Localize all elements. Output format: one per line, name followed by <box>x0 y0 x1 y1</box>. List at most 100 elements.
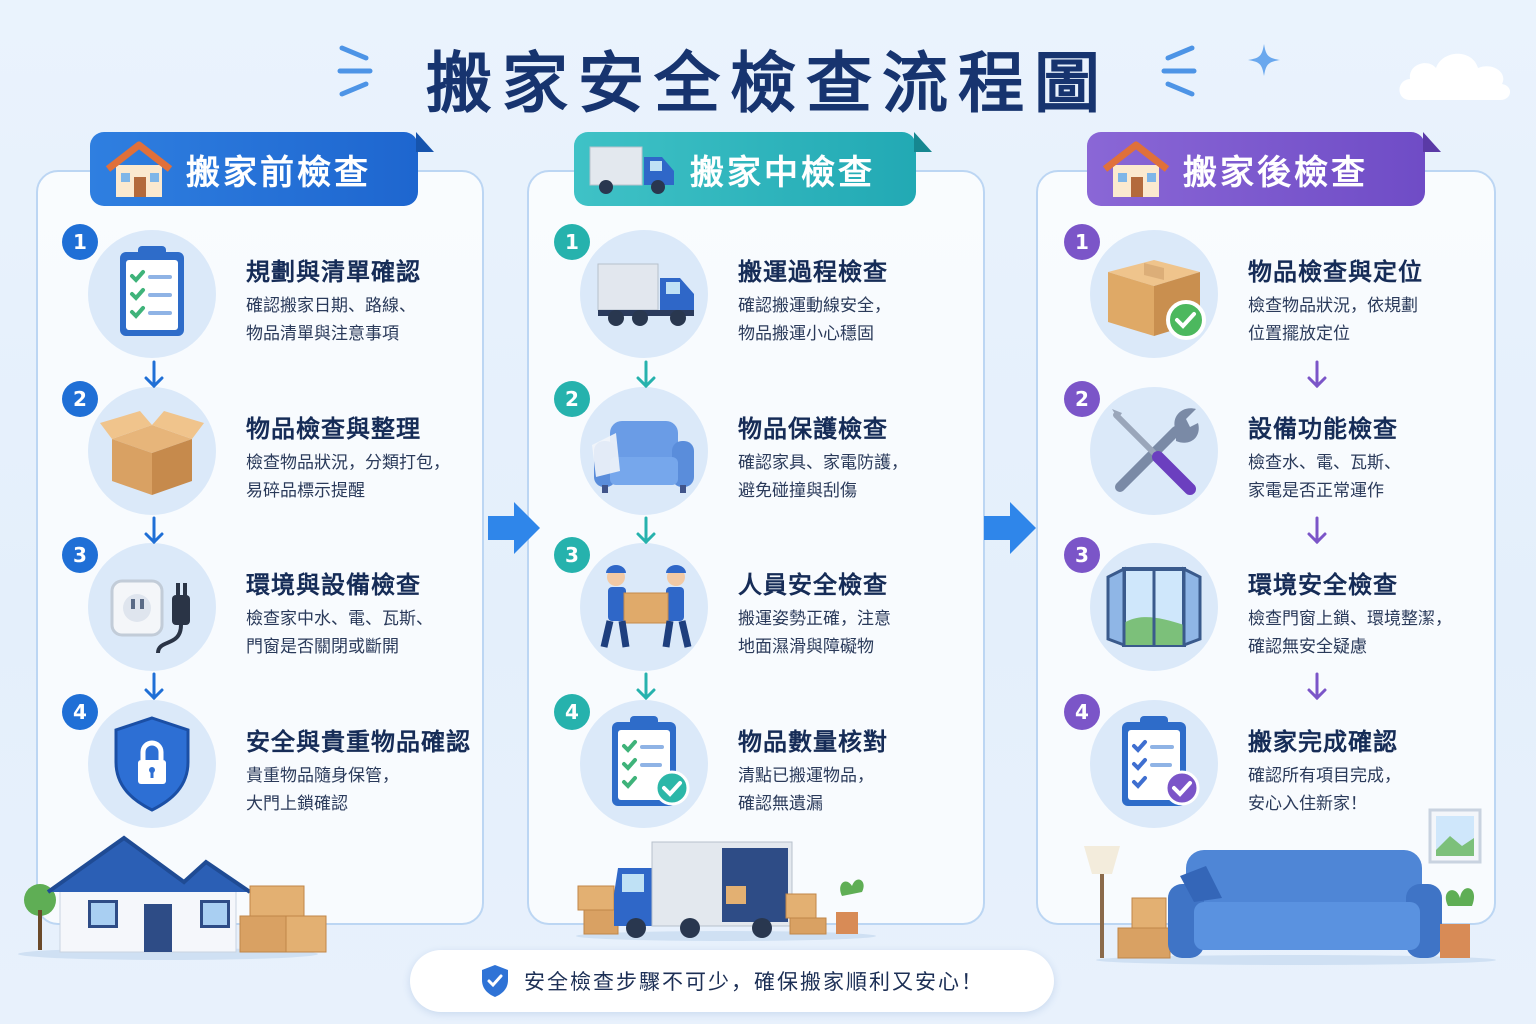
house-icon <box>1102 141 1170 197</box>
step-desc: 檢查家中水、電、瓦斯、 門窗是否關閉或斷開 <box>246 605 433 661</box>
step-number: 4 <box>62 694 98 730</box>
step-number: 3 <box>554 537 590 573</box>
step-number: 3 <box>62 537 98 573</box>
step-desc-line: 檢查水、電、瓦斯、 <box>1248 453 1401 473</box>
step-desc: 檢查門窗上鎖、環境整潔， 確認無安全疑慮 <box>1248 605 1452 661</box>
down-arrow-icon <box>144 672 164 701</box>
page-title: 搬家安全檢查流程圖 <box>426 45 1110 122</box>
shield-check-icon <box>482 965 508 997</box>
step-number: 1 <box>62 224 98 260</box>
step-title: 規劃與清單確認 <box>246 258 421 286</box>
step-desc-line: 貴重物品隨身保管， <box>246 766 399 786</box>
step-number: 2 <box>1064 381 1100 417</box>
step-desc: 確認所有項目完成， 安心入住新家！ <box>1248 762 1401 818</box>
tools-icon <box>1112 408 1199 495</box>
step-desc-line: 確認搬運動線安全， <box>738 296 891 316</box>
right-arrow-icon <box>984 502 1036 554</box>
step-desc: 確認搬運動線安全， 物品搬運小心穩固 <box>738 292 891 348</box>
step-desc: 檢查物品狀況，分類打包， 易碎品標示提醒 <box>246 449 450 505</box>
plug-icon <box>110 579 190 654</box>
living-room-scene-icon <box>1084 808 1496 965</box>
house-scene-icon <box>18 835 327 960</box>
step-desc-line: 易碎品標示提醒 <box>246 481 365 501</box>
header-before-label: 搬家前檢查 <box>186 152 371 193</box>
house-icon <box>105 141 173 197</box>
down-arrow-icon <box>1307 360 1327 389</box>
header-after: 搬家後檢查 <box>1087 132 1441 206</box>
checklist-icon <box>612 716 690 806</box>
step-desc-line: 檢查物品狀況，依規劃 <box>1248 296 1418 316</box>
box-check-icon <box>1108 260 1206 340</box>
step-number: 1 <box>554 224 590 260</box>
clipboard-check-icon <box>1122 716 1200 806</box>
footer-banner: 安全檢查步驟不可少，確保搬家順利又安心！ <box>410 950 1054 1012</box>
truck-icon <box>589 146 674 194</box>
clipboard-icon <box>120 246 184 336</box>
step-number: 2 <box>62 381 98 417</box>
header-after-label: 搬家後檢查 <box>1183 152 1368 193</box>
step-number: 4 <box>1064 694 1100 730</box>
step-desc: 清點已搬運物品， 確認無遺漏 <box>738 762 874 818</box>
step-title: 安全與貴重物品確認 <box>246 728 471 756</box>
step-desc: 確認搬家日期、路線、 物品清單與注意事項 <box>246 292 416 348</box>
down-arrow-icon <box>144 516 164 545</box>
window-icon <box>1106 566 1202 648</box>
step-number: 4 <box>554 694 590 730</box>
down-arrow-icon <box>144 360 164 389</box>
step-desc-line: 位置擺放定位 <box>1248 324 1350 344</box>
step-title: 物品數量核對 <box>738 728 888 756</box>
shield-lock-icon <box>114 716 190 812</box>
header-during-label: 搬家中檢查 <box>690 152 875 193</box>
down-arrow-icon <box>636 516 656 545</box>
step-number: 1 <box>1064 224 1100 260</box>
sparkle-right-icon <box>1156 40 1198 106</box>
step-number: 3 <box>1064 537 1100 573</box>
step-number: 2 <box>554 381 590 417</box>
step-desc: 貴重物品隨身保管， 大門上鎖確認 <box>246 762 399 818</box>
step-desc-line: 確認家具、家電防護， <box>738 453 908 473</box>
header-during: 搬家中檢查 <box>574 132 932 206</box>
down-arrow-icon <box>636 360 656 389</box>
star-icon <box>1248 44 1280 80</box>
step-desc: 檢查水、電、瓦斯、 家電是否正常運作 <box>1248 449 1401 505</box>
step-desc-line: 大門上鎖確認 <box>246 794 348 814</box>
step-desc: 確認家具、家電防護， 避免碰撞與刮傷 <box>738 449 908 505</box>
step-desc-line: 避免碰撞與刮傷 <box>738 481 857 501</box>
step-desc-line: 物品搬運小心穩固 <box>738 324 874 344</box>
step-title: 搬家完成確認 <box>1248 728 1398 756</box>
step-desc-line: 檢查物品狀況，分類打包， <box>246 453 450 473</box>
down-arrow-icon <box>1307 516 1327 545</box>
step-desc-line: 清點已搬運物品， <box>738 766 874 786</box>
step-desc-line: 確認無安全疑慮 <box>1248 637 1367 657</box>
step-title: 物品檢查與定位 <box>1248 258 1423 286</box>
step-desc-line: 檢查家中水、電、瓦斯、 <box>246 609 433 629</box>
step-desc-line: 檢查門窗上鎖、環境整潔， <box>1248 609 1452 629</box>
step-desc-line: 確認搬家日期、路線、 <box>246 296 416 316</box>
step-desc-line: 搬運姿勢正確，注意 <box>738 609 891 629</box>
step-desc-line: 家電是否正常運作 <box>1248 481 1384 501</box>
step-title: 環境安全檢查 <box>1248 571 1398 599</box>
header-before: 搬家前檢查 <box>90 132 434 206</box>
down-arrow-icon <box>1307 672 1327 701</box>
step-desc: 搬運姿勢正確，注意 地面濕滑與障礙物 <box>738 605 891 661</box>
step-desc-line: 門窗是否關閉或斷開 <box>246 637 399 657</box>
truck-icon <box>597 263 694 326</box>
right-arrow-icon <box>488 502 540 554</box>
step-desc-line: 安心入住新家！ <box>1248 794 1367 814</box>
step-title: 環境與設備檢查 <box>246 571 421 599</box>
step-desc-line: 確認所有項目完成， <box>1248 766 1401 786</box>
truck-scene-icon <box>576 841 876 941</box>
step-desc-line: 確認無遺漏 <box>738 794 823 814</box>
sofa-icon <box>592 421 694 493</box>
step-desc-line: 物品清單與注意事項 <box>246 324 399 344</box>
step-title: 設備功能檢查 <box>1248 415 1398 443</box>
step-title: 搬運過程檢查 <box>738 258 888 286</box>
box-icon <box>100 411 204 495</box>
step-title: 人員安全檢查 <box>738 571 888 599</box>
step-title: 物品檢查與整理 <box>246 415 421 443</box>
step-title: 物品保護檢查 <box>738 415 888 443</box>
step-desc-line: 地面濕滑與障礙物 <box>738 637 874 657</box>
step-desc: 檢查物品狀況，依規劃 位置擺放定位 <box>1248 292 1418 348</box>
down-arrow-icon <box>636 672 656 701</box>
footer-text: 安全檢查步驟不可少，確保搬家順利又安心！ <box>524 970 984 994</box>
